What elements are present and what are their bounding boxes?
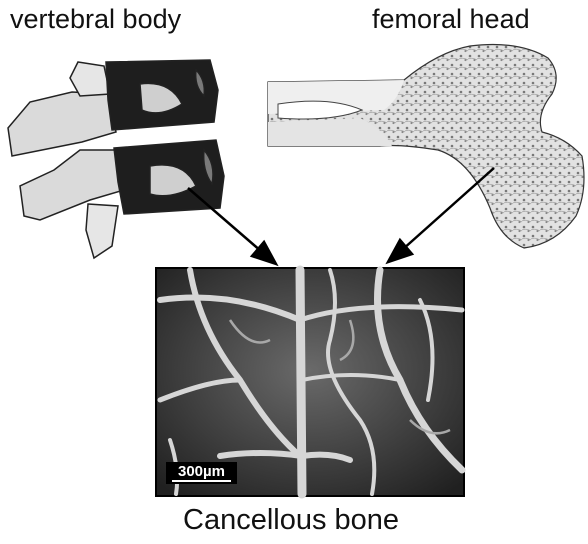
cancellous-bone-label: Cancellous bone: [183, 504, 399, 537]
arrows: [188, 168, 494, 264]
scale-bar-label: 300µm: [166, 462, 237, 484]
femur-drawing: [268, 45, 584, 249]
scale-bar-line: [172, 480, 231, 482]
vertebra-drawing: [8, 60, 224, 258]
scale-text: 300µm: [178, 463, 225, 480]
